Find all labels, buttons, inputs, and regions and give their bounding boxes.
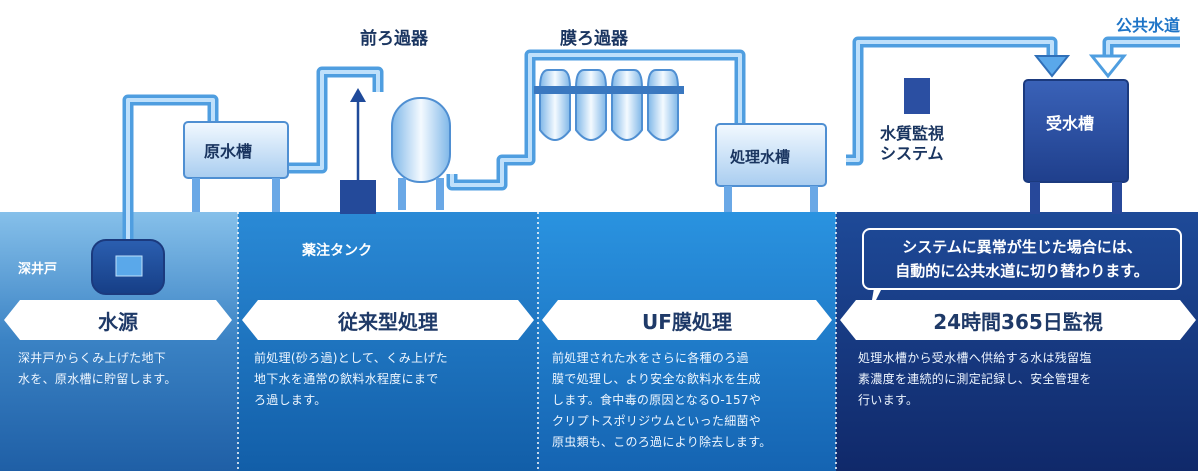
section-desc-water-source: 深井戸からくみ上げた地下 水を、原水槽に貯留します。 [18,351,177,386]
pre-filter-shape [391,97,451,210]
zone-monitoring [836,212,1198,471]
section-header-water-source: 水源 [4,300,232,340]
receiving-tank-shape [1023,79,1129,214]
chemical-tank-label: 薬注タンク [302,243,372,259]
treated-water-tank-label: 処理水槽 [730,148,791,166]
pipes-highlight [126,40,1180,248]
arrow-into-receiving-tank [1033,55,1071,78]
section-desc-monitoring: 処理水槽から受水槽へ供給する水は残留塩 素濃度を連続的に測定記録し、安全管理を … [858,351,1092,407]
treated-water-tank-shape [715,123,827,212]
chemical-feed-arrow [350,88,366,102]
monitoring-system-label: 水質監視 システム [880,124,945,163]
zone-uf [538,212,836,471]
public-water-label: 公共水道 [1116,16,1181,35]
receiving-tank-label: 受水槽 [1046,114,1095,133]
section-header-uf: UF膜処理 [542,300,832,340]
deep-well-shape [91,239,165,295]
section-desc-uf: 前処理された水をさらに各種のろ過 膜で処理し、より安全な飲料水を生成 します。食… [552,351,772,449]
section-header-monitoring: 24時間365日監視 [840,300,1196,340]
pre-filter-label: 前ろ過器 [360,29,428,49]
membrane-filters-shape [534,69,684,141]
deep-well-label: 深井戸 [18,262,58,277]
public-water-arrow [1088,54,1128,79]
chemical-tank-shape [340,180,376,214]
membrane-filter-label: 膜ろ過器 [560,29,628,49]
zone-conventional [238,212,538,471]
section-desc-conventional: 前処理(砂ろ過)として、くみ上げた 地下水を通常の飲料水程度にまで ろ過します。 [254,351,448,407]
alert-callout: システムに異常が生じた場合には、 自動的に公共水道に切り替わります。 [862,228,1182,290]
raw-water-tank-shape [183,121,289,212]
raw-water-tank-label: 原水槽 [204,142,253,161]
monitoring-sensor-shape [904,78,930,114]
section-header-conventional: 従来型処理 [242,300,534,340]
